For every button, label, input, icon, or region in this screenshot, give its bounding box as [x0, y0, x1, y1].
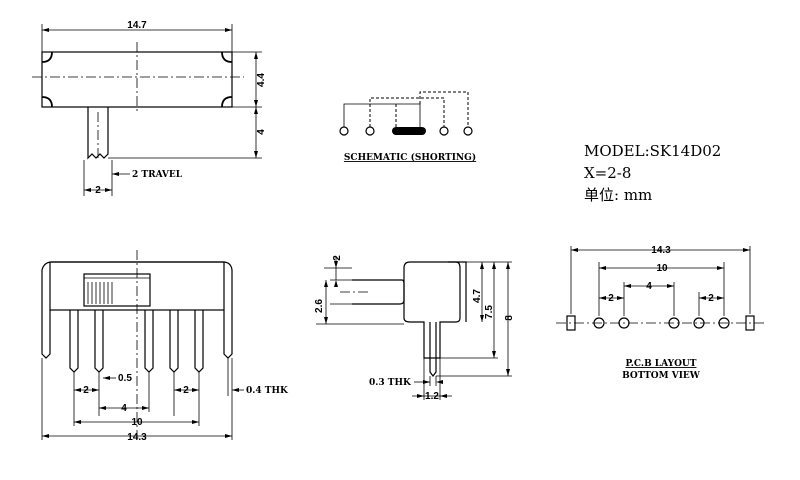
schematic-title: SCHEMATIC (SHORTING) [344, 152, 476, 163]
front-view-slider [83, 273, 151, 307]
unit-label: 单位: mm [584, 186, 652, 204]
x-range: X=2-8 [584, 164, 631, 182]
top-actuator-dim: 4 [256, 129, 267, 135]
pcb-slot-right [745, 315, 755, 331]
pcb-pitch-right: 2 [708, 293, 714, 304]
pcb-subtitle: BOTTOM VIEW [622, 371, 701, 381]
side-pin-dim: 1.2 [425, 391, 439, 402]
side-view: 2 2.6 4.7 7.5 8 0.3 THK 1.2 [314, 255, 515, 402]
front-view: 2 0.5 2 0.4 THK 4 10 14.3 [41, 250, 289, 443]
pcb-hole [668, 317, 680, 329]
side-view-body [403, 261, 461, 359]
travel-label: 2 TRAVEL [132, 170, 183, 180]
front-pitch-a: 2 [83, 385, 89, 396]
top-height-dim: 4.4 [256, 73, 267, 87]
model-name: MODEL:SK14D02 [584, 142, 721, 160]
pcb-hole [693, 317, 705, 329]
pcb-inner-4: 4 [646, 281, 652, 292]
front-pitch-b: 2 [183, 385, 189, 396]
front-span-4: 4 [121, 403, 127, 414]
front-span-10: 10 [131, 417, 143, 428]
side-dim-8: 8 [504, 315, 515, 321]
schematic: SCHEMATIC (SHORTING) [339, 91, 476, 163]
front-span-14-3: 14.3 [127, 432, 147, 443]
travel-dim: 2 [95, 185, 101, 196]
side-act-height: 2.6 [314, 299, 325, 313]
pcb-layout: 14.3 10 4 2 2 P.C.B LAYOUT BOTTOM VIEW [556, 245, 766, 381]
side-act-width: 2 [332, 255, 343, 261]
pcb-title: P.C.B LAYOUT [626, 359, 697, 369]
model-info: MODEL:SK14D02 X=2-8 单位: mm [584, 142, 721, 204]
side-dim-4-7: 4.7 [472, 289, 483, 303]
front-pin-width: 0.5 [118, 373, 132, 384]
pcb-hole [618, 317, 630, 329]
pcb-overall: 14.3 [651, 245, 671, 256]
pcb-inner-10: 10 [656, 263, 668, 274]
pcb-slot-left [566, 315, 576, 331]
pcb-hole [718, 317, 730, 329]
front-thickness: 0.4 THK [246, 386, 289, 396]
side-thk: 0.3 THK [369, 378, 412, 388]
pcb-pitch-left: 2 [608, 293, 614, 304]
top-width-dim: 14.7 [127, 20, 147, 31]
top-view: 14.7 4.4 4 2 2 TRAVEL [32, 20, 267, 196]
pcb-hole [593, 317, 605, 329]
side-dim-7-5: 7.5 [484, 305, 495, 319]
